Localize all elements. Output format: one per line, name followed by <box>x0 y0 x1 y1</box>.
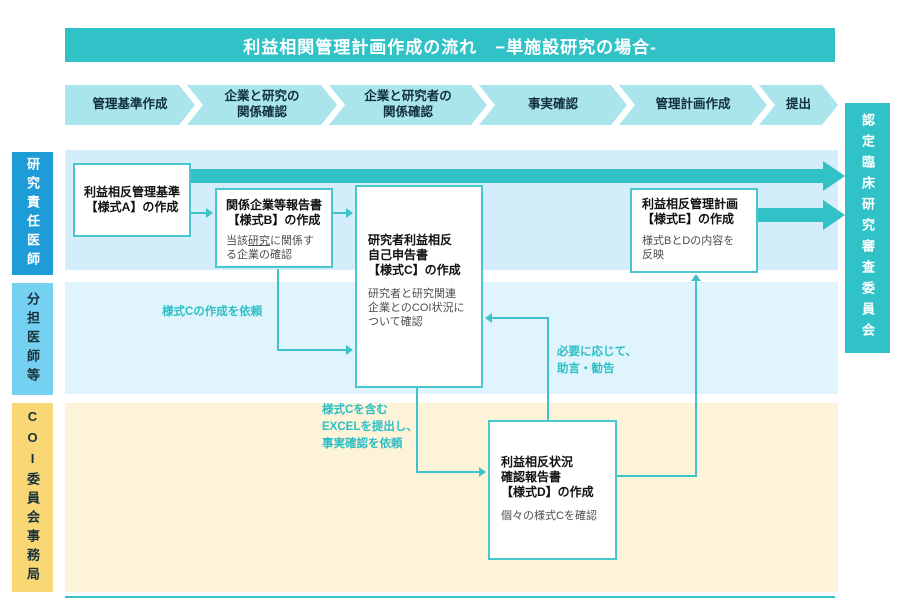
box-form-d-note: 個々の様式Cを確認 <box>501 510 597 522</box>
lane-label-co-investigators: 分担医師等 <box>12 283 53 395</box>
note-text: 当該 <box>226 235 248 247</box>
connector-advice-horizontal <box>492 317 549 319</box>
box-form-d-title: 利益相反状況 確認報告書 【様式D】の作成 <box>501 455 594 499</box>
arrow-left-icon <box>485 313 492 323</box>
submission-arrow-form-e-head-icon <box>823 200 845 230</box>
annotation-advice: 必要に応じて、 助言・勧告 <box>557 346 637 375</box>
box-form-c-title: 研究者利益相反 自己申告書 【様式C】の作成 <box>368 233 461 277</box>
connector-a-b <box>190 212 207 214</box>
annotation-submit-excel: 様式Cを含む EXCELを提出し、 事実確認を依頼 <box>322 404 418 450</box>
box-form-c: 研究者利益相反 自己申告書 【様式C】の作成 研究者と研究関連 企業とのCOI状… <box>355 185 483 388</box>
connector-b-c <box>333 212 347 214</box>
arrow-right-icon <box>346 345 353 355</box>
arrow-right-icon <box>206 208 213 218</box>
connector-c-d-horizontal <box>416 471 480 473</box>
step-create-management-plan: 管理計画作成 <box>619 85 767 125</box>
connector-c-d-vertical <box>416 388 418 473</box>
step-check-company-research: 企業と研究の 関係確認 <box>187 85 337 125</box>
step-check-company-researchers: 企業と研究者の 関係確認 <box>329 85 487 125</box>
lane-label-coi-secretariat: COI委員会事務局 <box>12 403 53 592</box>
arrow-right-icon <box>479 467 486 477</box>
step-submit: 提出 <box>759 85 838 125</box>
annotation-request-form-c: 様式Cの作成を依頼 <box>162 306 263 318</box>
box-form-d: 利益相反状況 確認報告書 【様式D】の作成 個々の様式Cを確認 <box>488 420 617 560</box>
connector-d-e-horizontal <box>616 475 697 477</box>
connector-advice-vertical <box>547 318 549 420</box>
box-form-b-title: 関係企業等報告書 【様式B】の作成 <box>226 198 323 227</box>
box-form-e-title: 利益相反管理計画 【様式E】の作成 <box>642 197 739 226</box>
box-form-b: 関係企業等報告書 【様式B】の作成 当該研究に関係す る企業の確認 <box>215 188 333 268</box>
connector-d-e-vertical <box>695 281 697 477</box>
arrow-up-icon <box>691 274 701 281</box>
page-title: 利益相関管理計画作成の流れ −単施設研究の場合- <box>65 28 835 62</box>
box-form-a: 利益相反管理基準 【様式A】の作成 <box>73 163 191 237</box>
band-coi-committee <box>65 403 838 592</box>
arrow-right-icon <box>346 208 353 218</box>
lane-label-principal-investigator: 研究責任医師 <box>12 152 53 275</box>
committee-label: 認定臨床研究審査委員会 <box>845 103 890 353</box>
step-create-standards: 管理基準作成 <box>65 85 195 125</box>
submission-arrow-top-head-icon <box>823 161 845 191</box>
submission-arrow-form-e-shaft <box>757 208 823 222</box>
box-form-e-note: 様式BとDの内容を 反映 <box>642 235 735 261</box>
note-underlined-text: 研究 <box>248 235 270 247</box>
step-fact-check: 事実確認 <box>479 85 627 125</box>
submission-arrow-top-shaft <box>191 169 823 183</box>
connector-request-c-vertical <box>277 269 279 350</box>
box-form-a-title: 利益相反管理基準 【様式A】の作成 <box>83 185 180 214</box>
bottom-divider <box>65 596 835 598</box>
box-form-b-note: 当該研究に関係す る企業の確認 <box>226 234 322 262</box>
connector-request-c-horizontal <box>277 349 347 351</box>
box-form-c-note: 研究者と研究関連 企業とのCOI状況に ついて確認 <box>368 288 465 328</box>
box-form-e: 利益相反管理計画 【様式E】の作成 様式BとDの内容を 反映 <box>630 188 758 273</box>
note-text: に関係す る企業の確認 <box>226 235 314 261</box>
